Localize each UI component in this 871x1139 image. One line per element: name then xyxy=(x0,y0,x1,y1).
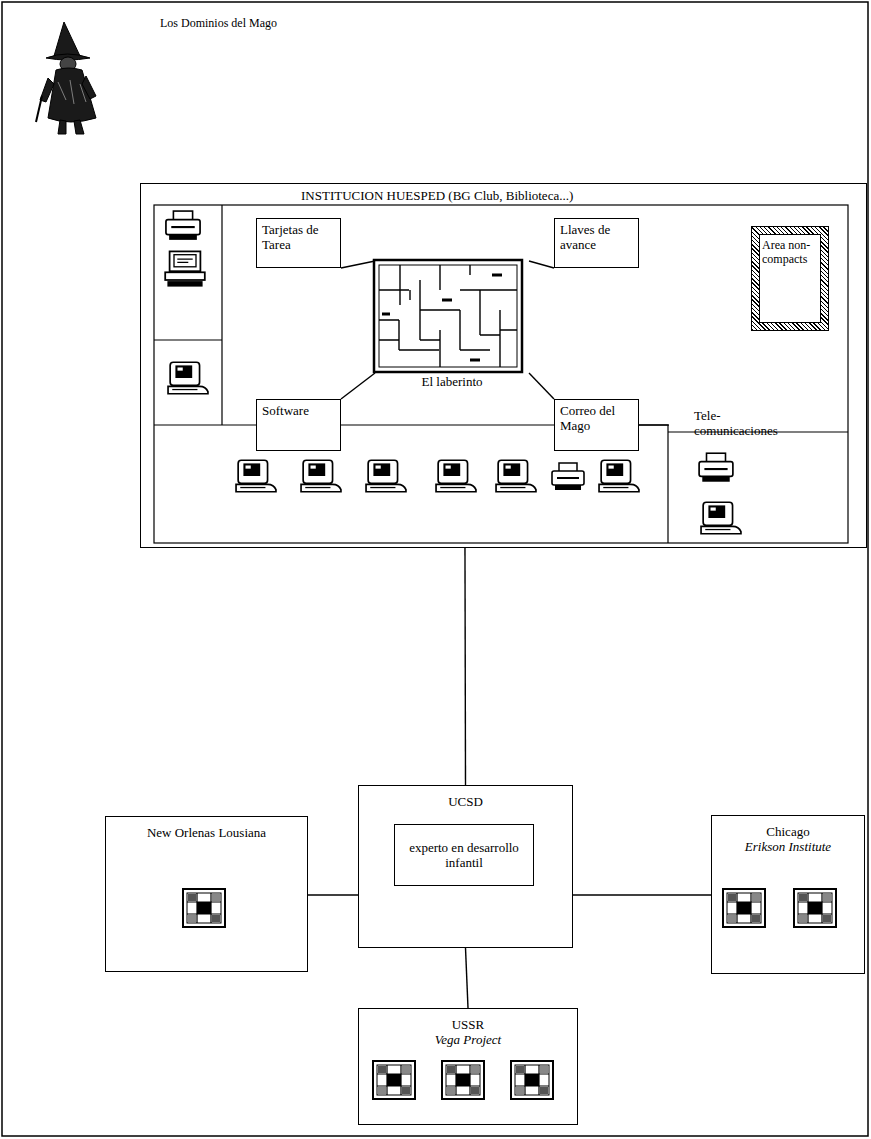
connector-line xyxy=(529,373,554,399)
site-box: New Orlenas Lousiana xyxy=(105,816,308,972)
node-sublabel: Erikson Institute xyxy=(712,839,864,854)
expert-box: experto en desarrollo infantil xyxy=(394,824,534,886)
node-label: Tele- comunicaciones xyxy=(694,406,774,438)
node-label: Tarjetas de Tarea xyxy=(262,222,335,252)
mail-box: Correo del Mago xyxy=(554,399,639,451)
node-label: Llaves de avance xyxy=(560,222,633,252)
diagram-title: Los Dominios del Mago xyxy=(160,16,277,31)
node-label: INSTITUCION HUESPED (BG Club, Biblioteca… xyxy=(141,184,866,203)
node-label: USSR xyxy=(359,1017,577,1032)
telecom-panel: Tele- comunicaciones xyxy=(669,406,849,544)
node-label: Chicago xyxy=(712,824,864,839)
ucsd-box: UCSD experto en desarrollo infantil xyxy=(358,785,573,948)
connector-line xyxy=(341,261,375,268)
host-institution-box: INSTITUCION HUESPED (BG Club, Biblioteca… xyxy=(140,183,867,548)
connector-line xyxy=(529,261,554,268)
software-box: Software xyxy=(256,399,341,451)
connector-line xyxy=(341,373,375,399)
node-label: UCSD xyxy=(359,794,572,809)
connector-line xyxy=(308,894,358,895)
node-sublabel: Vega Project xyxy=(359,1032,577,1047)
site-box: ChicagoErikson Institute xyxy=(711,815,865,974)
node-label: New Orlenas Lousiana xyxy=(106,825,307,840)
node-label: experto en desarrollo infantil xyxy=(401,840,527,870)
node-label: Area non-compacts xyxy=(759,234,821,323)
node-label: Software xyxy=(262,403,335,418)
project-box: USSRVega Project xyxy=(358,1008,578,1125)
task-cards-box: Tarjetas de Tarea xyxy=(256,218,341,268)
node-label: Correo del Mago xyxy=(560,403,633,433)
keys-box: Llaves de avance xyxy=(554,218,639,268)
connector-line xyxy=(573,895,711,896)
connector-line xyxy=(639,425,669,426)
connector-line xyxy=(466,948,469,1008)
maze-node: El laberinto xyxy=(375,261,529,389)
connector-line xyxy=(464,548,466,785)
node-label: El laberinto xyxy=(375,374,529,389)
non-compacts-area: Area non-compacts xyxy=(751,226,829,331)
